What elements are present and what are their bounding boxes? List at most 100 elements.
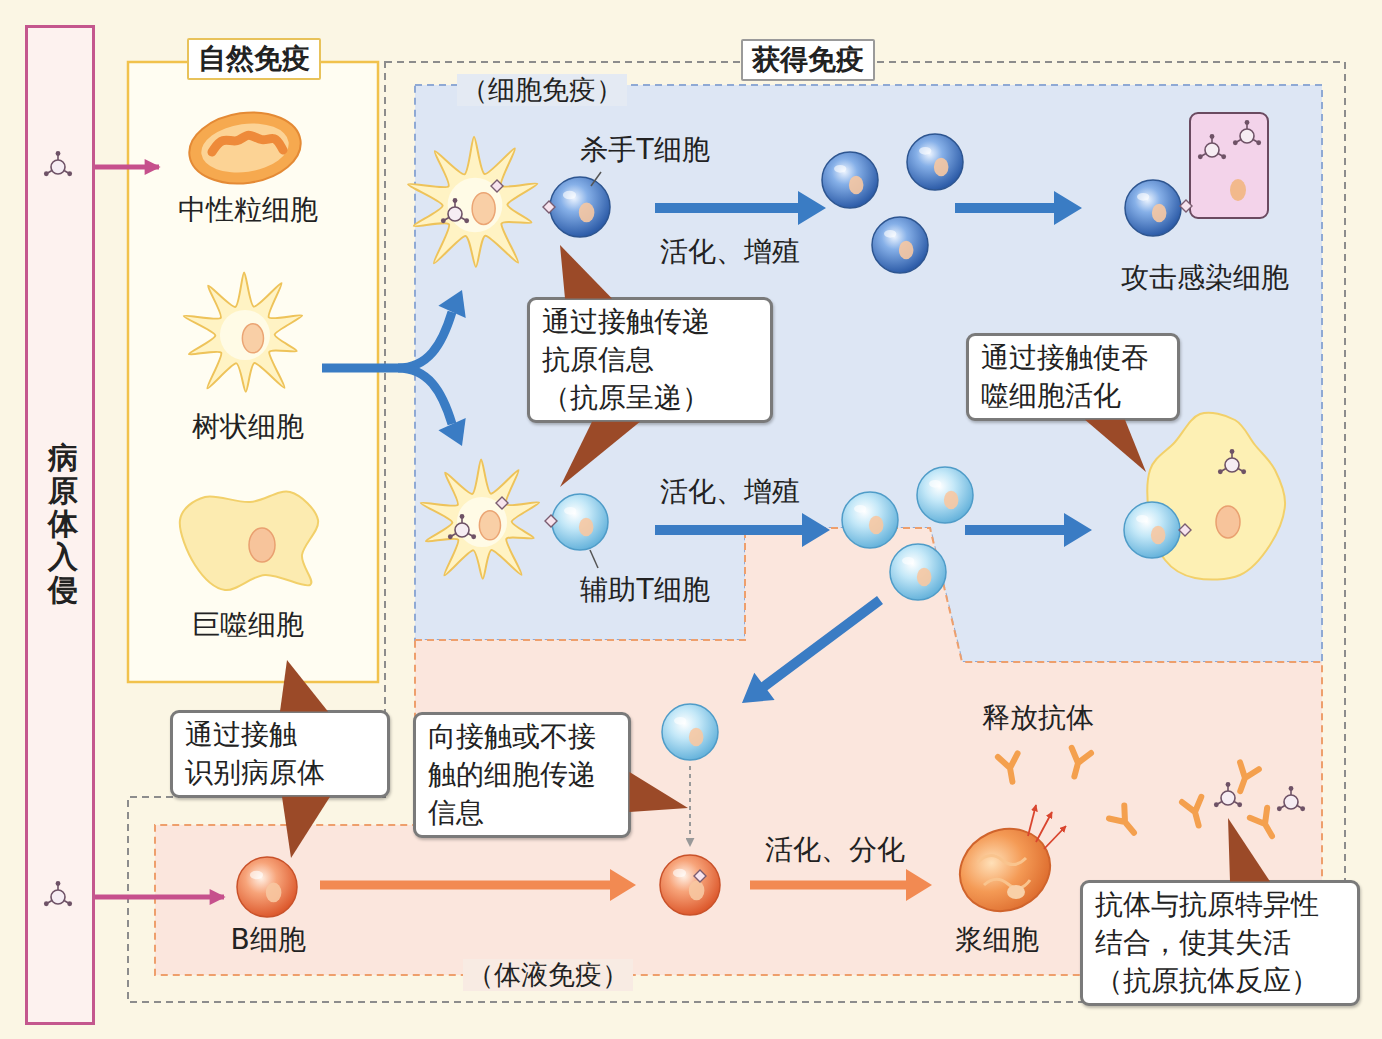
pathogen-knob — [67, 171, 72, 176]
pathogen-knob — [1210, 134, 1215, 139]
pathogen-knob — [453, 198, 458, 203]
cell-organelle — [978, 855, 1030, 888]
callout-box: 抗体与抗原特异性 结合，使其失活 （抗原抗体反应） — [1080, 880, 1360, 1006]
text-holder: 中性粒细胞 — [178, 193, 318, 227]
cell-node: 浆细胞 — [945, 800, 1060, 960]
cell-highlight — [929, 480, 941, 488]
text-holder: 通过接触 识别病原体 — [185, 716, 375, 792]
pathogen-knob — [471, 534, 476, 539]
antibody — [998, 753, 1022, 783]
callout-box: 通过接触传递 抗原信息 （抗原呈递） — [527, 297, 773, 423]
cell-nucleus — [579, 203, 595, 223]
pathogen-stub — [1231, 453, 1233, 458]
pathogen-knob — [1289, 786, 1294, 791]
callout-tail — [280, 660, 328, 712]
label-holder: 活化、分化 — [765, 833, 905, 867]
pathogen-stub — [48, 171, 52, 174]
pathogen-icon — [1233, 120, 1261, 145]
pathogen-icon — [44, 881, 72, 906]
cell-nucleus — [917, 568, 932, 586]
pathogen-stub — [64, 171, 68, 174]
pathogen-stub — [1237, 140, 1241, 143]
node-shape-group — [237, 857, 297, 917]
pathogen-stub — [1218, 154, 1222, 157]
callout-text: 通过接触 识别病原体 — [185, 716, 375, 792]
callout-box: 通过接触 识别病原体 — [170, 710, 390, 798]
node-shape-group — [946, 814, 1063, 925]
lymphocyte — [1124, 502, 1180, 558]
cell-label: 树状细胞 — [192, 410, 304, 444]
antigen-marker — [543, 201, 555, 213]
cell-highlight — [919, 147, 931, 155]
flow-arrow — [955, 191, 1082, 225]
lymphocyte — [842, 492, 898, 548]
pathogen-knob — [67, 901, 72, 906]
pathogen-stub — [1218, 802, 1222, 805]
cell-body — [180, 492, 318, 591]
lymphocyte — [1125, 180, 1181, 236]
connector-arrow — [95, 895, 224, 900]
pathogen-knob — [448, 534, 453, 539]
antibody — [1065, 748, 1091, 779]
cell-nucleus — [869, 516, 884, 534]
cell-body — [1124, 502, 1180, 558]
cell-nucleus — [934, 158, 949, 176]
text-holder: 通过接触传递 抗原信息 （抗原呈递） — [542, 303, 758, 417]
pathogen-stub — [57, 155, 59, 160]
text-holder: 杀手T细胞 — [580, 133, 709, 167]
cell-nucleus — [249, 528, 275, 562]
cell-body — [890, 544, 946, 600]
signal-line — [689, 766, 691, 846]
text-holder: 病原体入侵 — [48, 441, 78, 606]
cell-nucleus — [689, 881, 705, 901]
pathogen-knob — [1245, 120, 1250, 125]
flow-arrow — [320, 869, 636, 901]
release-arrow — [1044, 826, 1066, 849]
cell-highlight — [1137, 193, 1149, 201]
antibody-shape — [1182, 797, 1208, 828]
antibody-shape — [1231, 762, 1259, 794]
pathogen-stub — [1238, 469, 1242, 472]
cell-nucleus — [266, 883, 282, 903]
region-outline — [128, 62, 1345, 1002]
cell-highlight — [673, 869, 686, 877]
cell-label: B细胞 — [230, 923, 305, 957]
cell-nucleus — [479, 511, 500, 540]
pathogen-stub — [64, 901, 68, 904]
cell-body — [550, 177, 610, 237]
pathogen-body — [448, 207, 462, 221]
pathogen-knob — [464, 218, 469, 223]
cell-nucleus — [242, 324, 263, 353]
pathogen-body — [51, 160, 65, 174]
arrow-shaft — [322, 312, 452, 368]
antibody — [1250, 808, 1281, 841]
pathogen-stub — [1253, 140, 1257, 143]
pathogen-knob — [1230, 449, 1235, 454]
lymphocyte — [660, 855, 720, 915]
callout-tail — [1228, 818, 1270, 882]
antigen-marker — [491, 180, 503, 192]
pathogen-knob — [1198, 154, 1203, 159]
lymphocyte — [907, 134, 963, 190]
pathogen-icon — [441, 198, 469, 223]
text-holder: 获得免疫 — [741, 39, 875, 81]
dendritic-cell — [421, 459, 540, 578]
cell-highlight — [250, 871, 263, 879]
label-holder: 释放抗体 — [982, 701, 1094, 735]
cell-label: 中性粒细胞 — [178, 193, 318, 227]
sidebar-band: 病原体入侵 — [25, 25, 95, 1025]
cell-nucleus — [1152, 204, 1167, 222]
callout-tail — [282, 797, 330, 858]
cell-highlight — [884, 230, 896, 238]
cell-nucleus — [1230, 179, 1246, 201]
release-arrow — [1036, 812, 1052, 842]
pathogen-stub — [461, 518, 463, 523]
callout-tails — [280, 245, 1270, 882]
pathogen-icon — [1277, 786, 1305, 811]
node-shape-group — [185, 106, 306, 191]
cell-nucleus — [1007, 885, 1025, 899]
cell-body — [421, 459, 540, 578]
antibody-shape — [1109, 806, 1142, 840]
flow-arrow — [655, 513, 830, 547]
pathogen-stub — [1281, 806, 1285, 809]
